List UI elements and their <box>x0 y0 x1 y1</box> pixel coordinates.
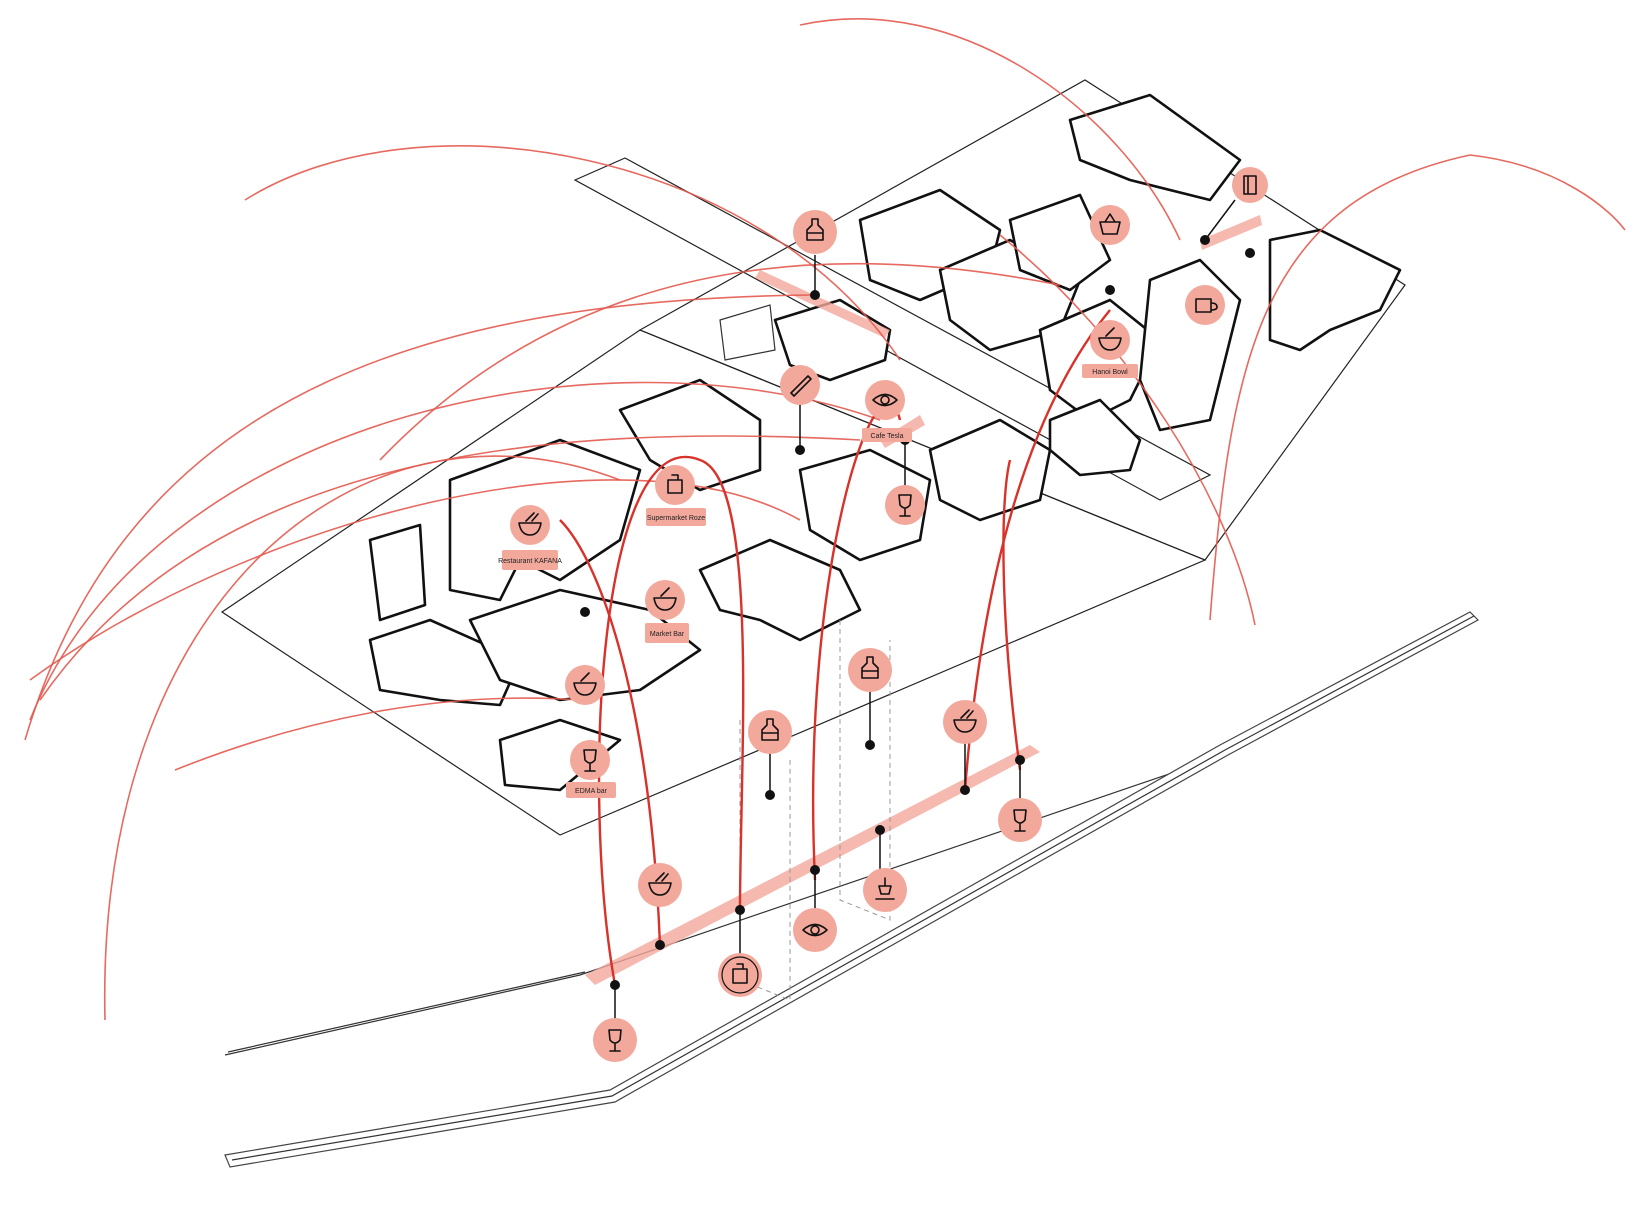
poi-paint-north[interactable] <box>793 210 837 254</box>
poi-bowl-east[interactable] <box>943 700 987 744</box>
poi-bowl-hotel[interactable] <box>1090 320 1130 360</box>
poi-paint-1[interactable] <box>748 710 792 754</box>
label-market: Market Bar <box>650 631 685 638</box>
label-restaurant: Restaurant KAFANA <box>498 558 562 565</box>
poi-restaurant[interactable] <box>510 505 550 545</box>
poi-bar[interactable] <box>570 740 610 780</box>
label-cafe: Cafe Tesla <box>871 433 904 440</box>
poi-paint-2[interactable] <box>848 648 892 692</box>
building-block <box>700 540 860 640</box>
building-block <box>930 420 1050 520</box>
poi-basket[interactable] <box>1090 205 1130 245</box>
poi-bowl-south[interactable] <box>638 863 682 907</box>
label-supermarket: Supermarket Roze <box>647 515 705 522</box>
building-block <box>370 525 425 620</box>
label-bar: EDMA bar <box>575 788 608 795</box>
building-block <box>720 305 775 360</box>
poi-phone[interactable] <box>780 365 820 405</box>
poi-wine-east[interactable] <box>998 798 1042 842</box>
building-block <box>1050 400 1140 475</box>
poi-cup[interactable] <box>1185 285 1225 325</box>
label-hotel: Hanoi Bowl <box>1092 369 1128 376</box>
poi-eye-south[interactable] <box>793 908 837 952</box>
building-block <box>1270 230 1400 350</box>
poi-wine-center[interactable] <box>885 485 925 525</box>
poi-device-north[interactable] <box>1232 167 1268 203</box>
poi-bowl-west[interactable] <box>565 665 605 705</box>
poi-wine-south[interactable] <box>593 1018 637 1062</box>
poi-pin[interactable] <box>863 868 907 912</box>
poi-market[interactable] <box>645 580 685 620</box>
building-block <box>1070 95 1240 200</box>
poi-eye-cafe[interactable] <box>865 380 905 420</box>
poi-supermarket[interactable] <box>655 465 695 505</box>
poi-device[interactable] <box>718 953 762 997</box>
